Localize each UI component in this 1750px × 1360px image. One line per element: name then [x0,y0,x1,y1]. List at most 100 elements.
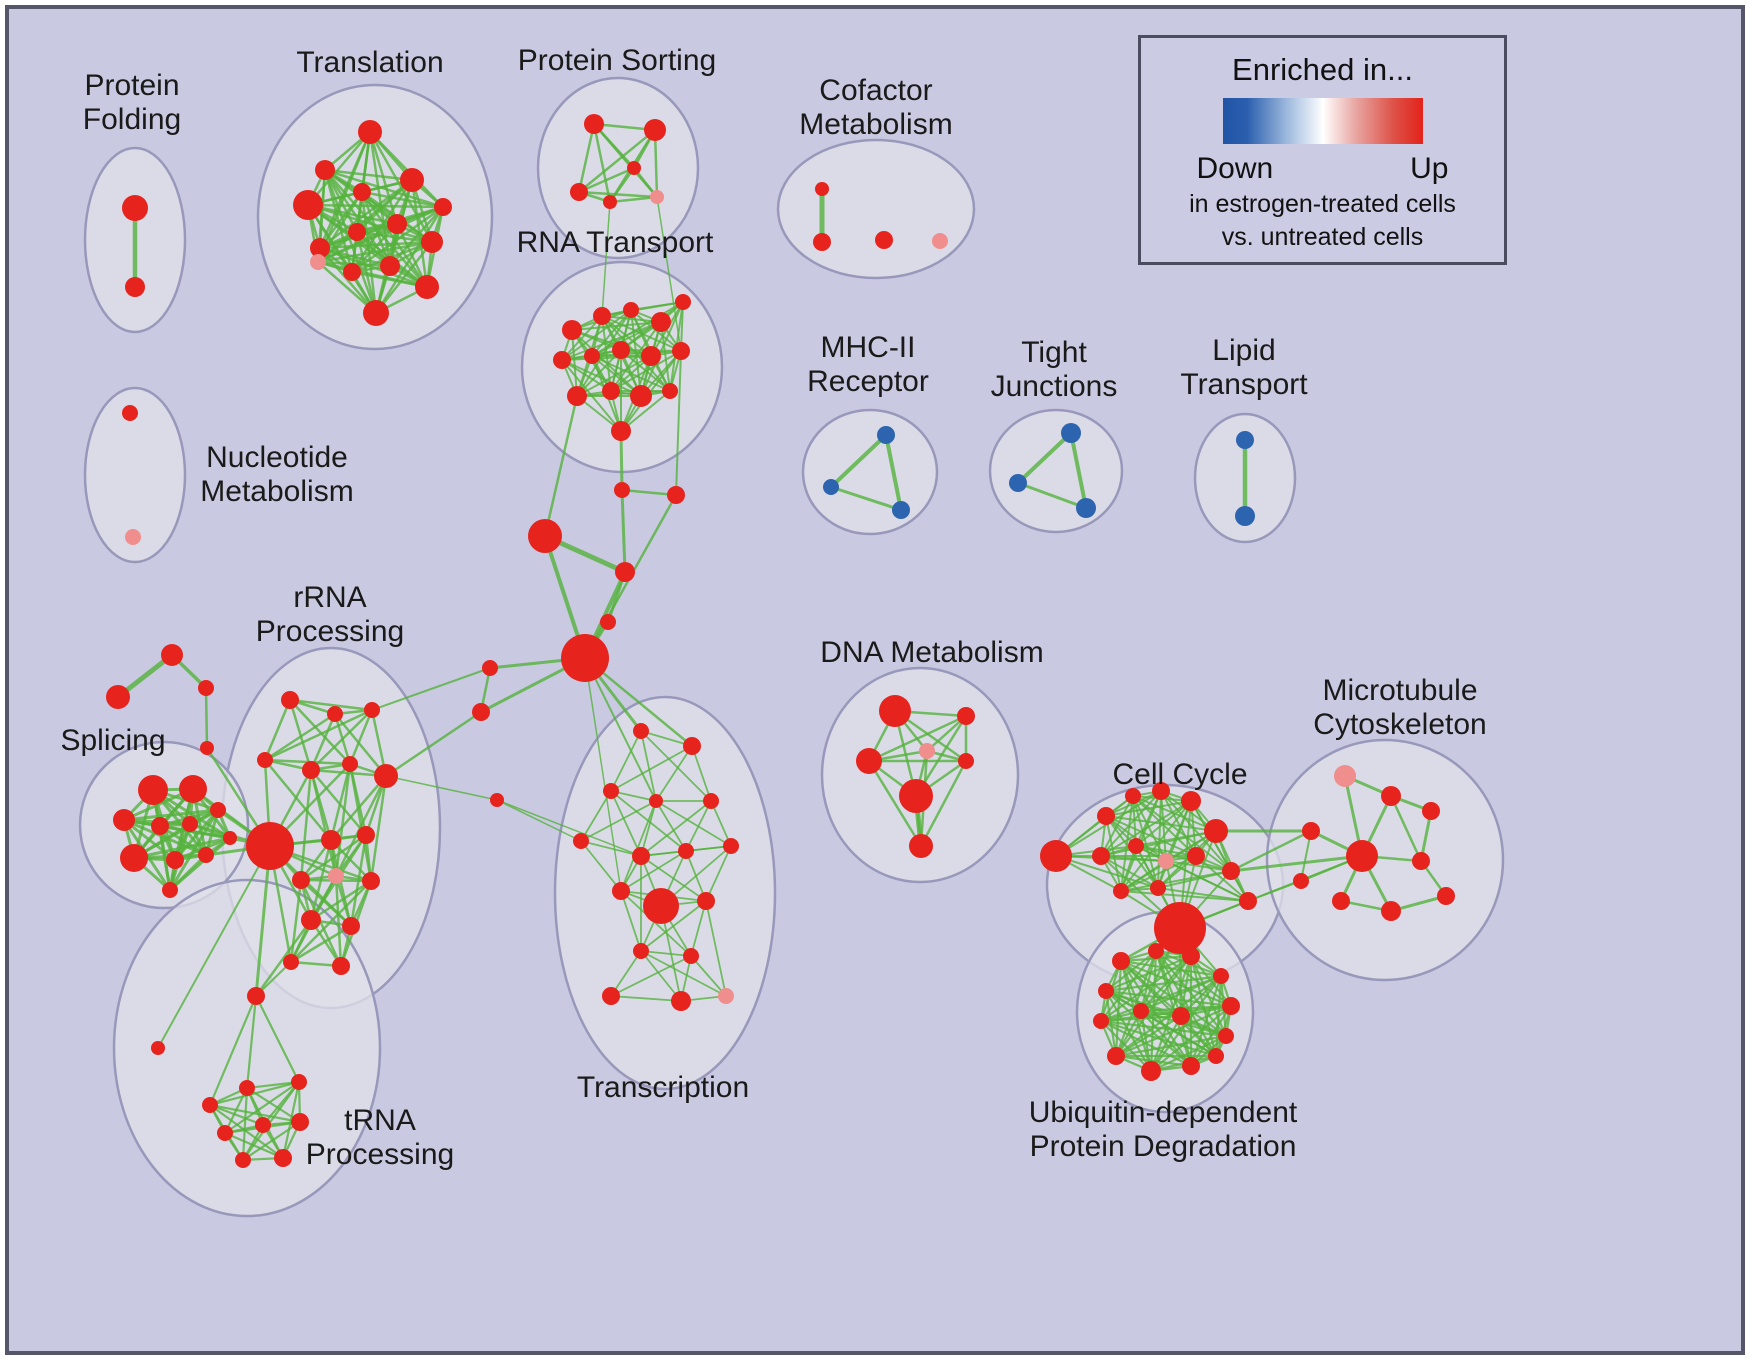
gene-set-node [122,195,148,221]
gene-set-node [1107,1047,1125,1065]
edge [388,205,445,268]
edge [309,708,374,772]
gene-set-node [247,987,265,1005]
gene-set-node [1293,873,1309,889]
edge [350,270,429,289]
edge [620,890,642,952]
cluster-ellipse-mhc-ii-receptor [801,408,939,536]
gene-set-node [573,833,589,849]
edge [384,710,483,778]
edge [245,1080,301,1090]
gene-set-node [310,238,330,258]
edge [690,900,707,957]
edge [1157,800,1192,889]
cluster-label-dna-metabolism: DNA Metabolism [820,636,1043,669]
gene-set-node [584,348,600,364]
gene-set-node [662,383,678,399]
edge [223,1080,301,1135]
gene-set-node [1152,782,1170,800]
gene-set-node [528,519,562,553]
gene-set-node [877,426,895,444]
gene-set-node [875,231,893,249]
gene-set-node [357,826,375,844]
gene-set-node [1172,1007,1190,1025]
legend-caption-line2: vs. untreated cells [1221,222,1424,251]
gene-set-node [683,737,701,755]
gene-set-node [1236,431,1254,449]
edge [610,745,693,792]
edge [884,433,903,512]
gene-set-node [166,851,184,869]
edge [620,488,678,497]
gene-set-node [892,501,910,519]
gene-set-node [718,988,734,1004]
gene-set-node [823,479,839,495]
gene-set-node [434,198,452,216]
edge [620,488,627,574]
edge [323,168,359,234]
gene-set-node [899,779,933,813]
gene-set-node [1125,788,1141,804]
edge [705,845,732,902]
edge [576,349,622,397]
gene-set-node [217,1125,233,1141]
gene-set-node [1381,901,1401,921]
gene-set-node [120,844,148,872]
gene-set-node [1182,1057,1200,1075]
edge [1120,855,1197,892]
edge [610,950,642,997]
edge [608,195,659,204]
edge [660,321,671,392]
gene-set-node [856,748,882,774]
edge [561,321,662,361]
edge [241,1120,302,1162]
gene-set-node [1092,847,1110,865]
edge [577,122,596,194]
legend-up-label: Up [1410,152,1449,185]
edge [1149,1004,1233,1073]
cluster-ellipse-tight-junctions [988,408,1124,534]
gene-set-node [342,917,360,935]
gene-set-node [327,706,343,722]
edge [309,768,368,837]
edge [656,196,682,352]
edge [655,745,693,802]
gene-set-node [358,120,382,144]
gene-set-node [602,987,620,1005]
gene-set-node [615,562,635,582]
edge [1247,880,1302,902]
edge [289,879,373,964]
edge [577,166,636,194]
gene-set-node [641,346,661,366]
edge [571,329,578,397]
edge [334,874,343,968]
gene-set-node [1009,474,1027,492]
gene-set-node [151,1041,165,1055]
edge [371,667,491,711]
gene-set-node [302,761,320,779]
cluster-ellipse-nucleotide-metabolism [83,386,187,564]
edge [334,774,388,878]
edge [1165,860,1249,902]
edge [580,840,642,857]
gene-set-node [1302,822,1320,840]
edge [1016,481,1088,510]
edge [288,698,374,712]
gene-set-node [125,277,145,297]
edge [299,833,368,882]
edge [496,799,582,842]
gene-set-node [255,1117,271,1133]
gene-set-node [932,233,948,249]
edge [640,730,657,802]
gene-set-node [292,871,310,889]
edge [610,790,642,857]
edge [254,844,272,998]
legend: Enriched in... Down Up in estrogen-treat… [1138,35,1507,265]
gene-set-node [1213,968,1229,984]
edge [1160,790,1167,862]
gene-set-node [274,1149,292,1167]
edge [1104,954,1193,993]
